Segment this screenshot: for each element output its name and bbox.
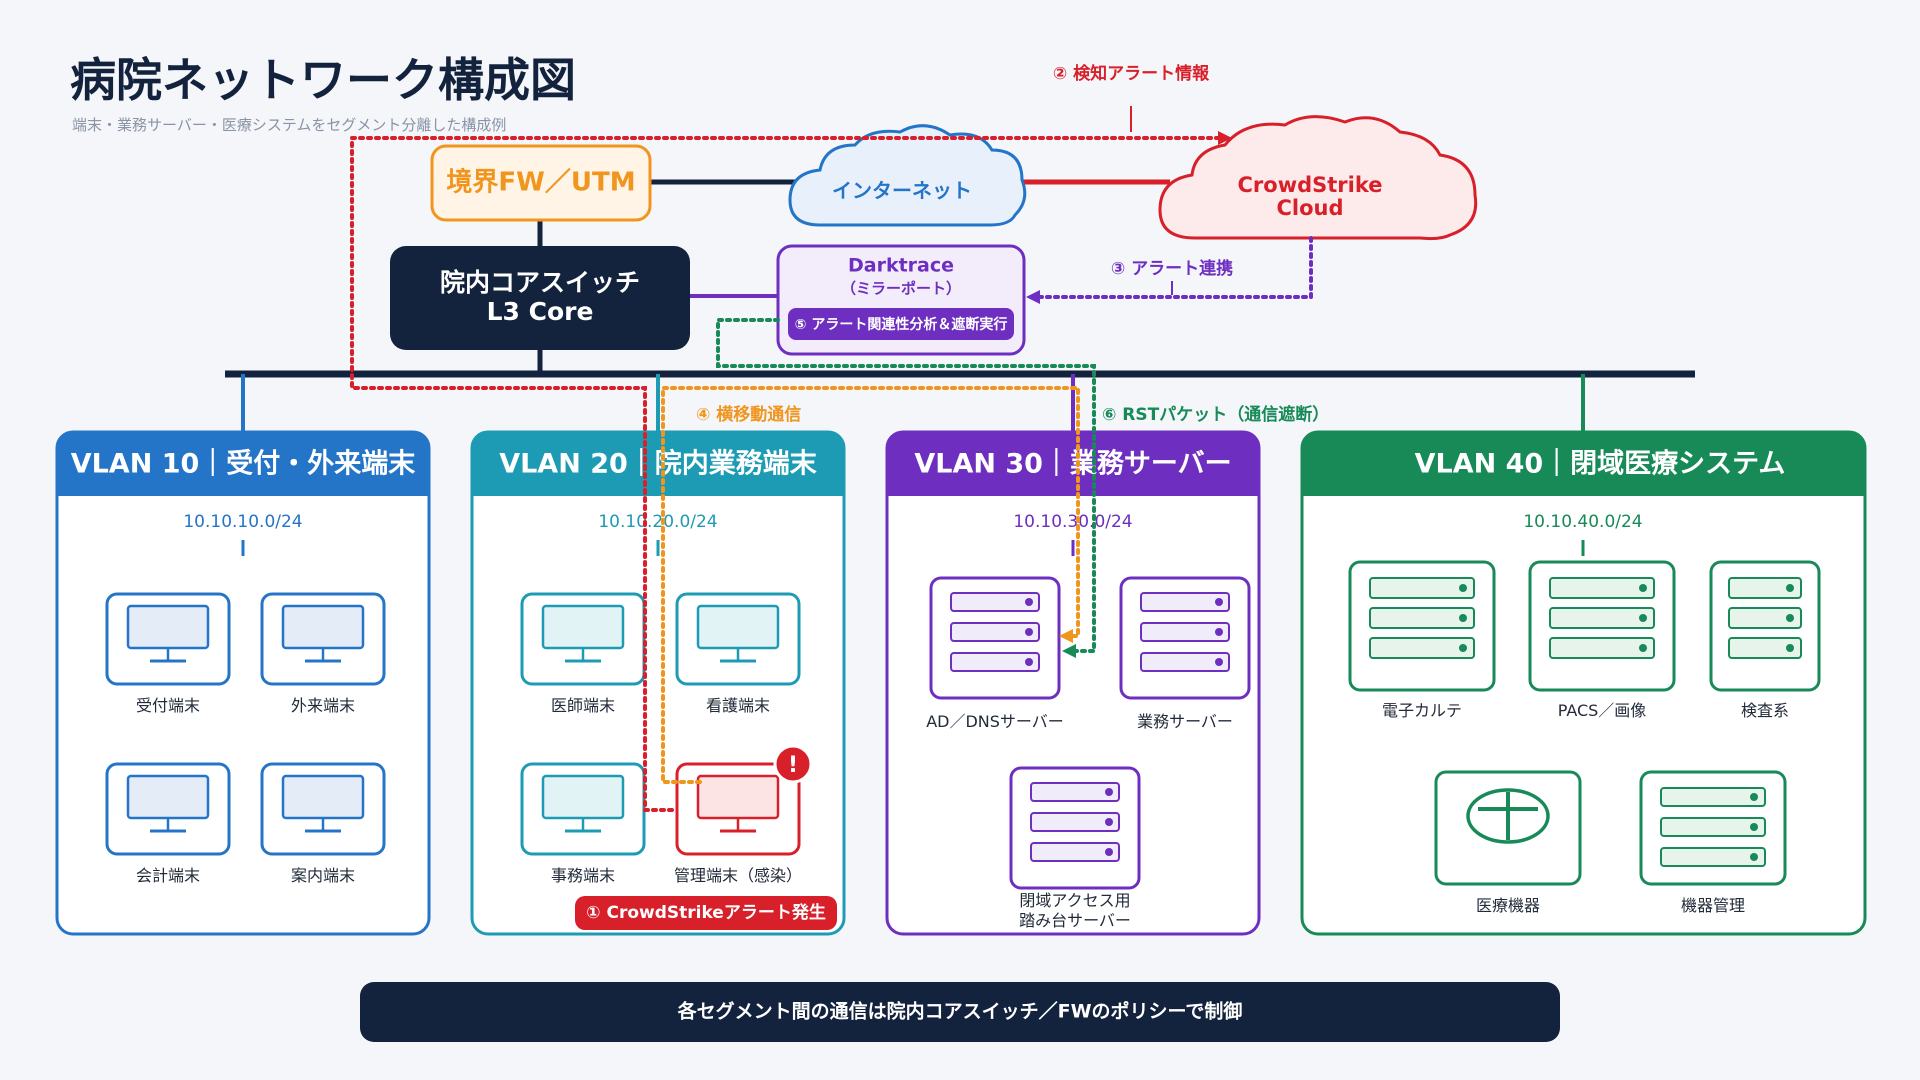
crowdstrike-alert-label: ① CrowdStrikeアラート発生 [586, 902, 826, 923]
system-label-pacs: PACS／画像 [1558, 701, 1647, 720]
device-outpatient[interactable]: 外来端末 [260, 592, 386, 715]
darktrace-title: Darktrace [848, 255, 954, 277]
darktrace-box[interactable]: Darktrace （ミラーポート） ⑤ アラート関連性分析＆遮断実行 [776, 244, 1026, 356]
device-admin-infected[interactable]: 管理端末（感染） [674, 762, 802, 885]
svg-text:!: ! [788, 753, 798, 778]
cloud-label-line2: Cloud [1276, 196, 1343, 220]
core-switch[interactable]: 院内コアスイッチ L3 Core [390, 246, 690, 350]
core-label-line2: L3 Core [487, 297, 594, 326]
system-label-device-management: 機器管理 [1681, 896, 1745, 915]
internet-cloud[interactable]: インターネット [788, 124, 1027, 227]
flow-alert-integration [1038, 236, 1313, 299]
server-icon [1660, 787, 1766, 867]
server-icon [950, 592, 1040, 672]
server-bastion[interactable]: 閉域アクセス用 踏み台サーバー [1009, 766, 1141, 930]
vlan10-subnet: 10.10.10.0/24 [183, 512, 302, 532]
alert-icon: ! [773, 744, 813, 784]
cloud-label-line1: CrowdStrike [1238, 173, 1383, 197]
flow-lateral-movement-arrow [1059, 629, 1073, 643]
system-label-medical-device: 医療機器 [1476, 896, 1540, 915]
device-label-admin-infected: 管理端末（感染） [674, 866, 802, 885]
monitor-icon [541, 774, 625, 833]
server-icon [1728, 577, 1802, 659]
device-information[interactable]: 案内端末 [260, 762, 386, 885]
server-icon [1369, 577, 1475, 659]
system-label-ehr: 電子カルテ [1382, 701, 1462, 720]
device-label-information: 案内端末 [291, 866, 355, 885]
firewall-label: 境界FW／UTM [446, 167, 635, 198]
vlan30-panel: VLAN 30｜業務サーバー 10.10.30.0/24 [885, 430, 1261, 936]
vlan20-subnet: 10.10.20.0/24 [598, 512, 717, 532]
monitor-icon [696, 604, 780, 663]
internet-label: インターネット [832, 179, 972, 203]
vlan10-header: VLAN 10｜受付・外来端末 [71, 448, 416, 480]
border-firewall[interactable]: 境界FW／UTM [430, 144, 652, 222]
monitor-icon [696, 774, 780, 833]
flow-rst-packet-arrow [1062, 644, 1076, 658]
flow-lateral-movement [661, 386, 1080, 784]
page-subtitle: 端末・業務サーバー・医療システムをセグメント分離した構成例 [72, 116, 506, 134]
monitor-icon [281, 604, 365, 663]
system-ehr[interactable]: 電子カルテ [1348, 560, 1496, 720]
server-label-bastion-line2: 踏み台サーバー [1019, 911, 1131, 930]
server-icon [1030, 782, 1120, 862]
device-nurse[interactable]: 看護端末 [675, 592, 801, 715]
darktrace-action-label: ⑤ アラート関連性分析＆遮断実行 [795, 316, 1008, 333]
vlan30-subnet: 10.10.30.0/24 [1013, 512, 1132, 532]
monitor-icon [281, 774, 365, 833]
footer-policy-banner: 各セグメント間の通信は院内コアスイッチ／FWのポリシーで制御 [360, 982, 1560, 1042]
annotation-lateral-movement: ④ 横移動通信 [696, 404, 801, 425]
device-accounting[interactable]: 会計端末 [105, 762, 231, 885]
server-icon [1140, 592, 1230, 672]
server-label-bastion-line1: 閉域アクセス用 [1019, 891, 1130, 910]
vlan40-subnet: 10.10.40.0/24 [1523, 512, 1642, 532]
vlan30-header: VLAN 30｜業務サーバー [914, 448, 1231, 480]
server-business[interactable]: 業務サーバー [1119, 576, 1251, 731]
monitor-icon [126, 604, 210, 663]
device-reception[interactable]: 受付端末 [105, 592, 231, 715]
device-label-outpatient: 外来端末 [291, 696, 355, 715]
flow-rst-packet [716, 318, 1096, 653]
medical-device-icon [1466, 788, 1550, 844]
device-label-nurse: 看護端末 [706, 696, 770, 715]
annotation-detection-alert: ② 検知アラート情報 [1053, 63, 1210, 84]
flow-alert-integration-arrow [1026, 290, 1040, 304]
system-device-management[interactable]: 機器管理 [1639, 770, 1787, 915]
vlan40-header: VLAN 40｜閉域医療システム [1415, 448, 1786, 480]
device-label-reception: 受付端末 [136, 696, 200, 715]
crowdstrike-alert-badge: ① CrowdStrikeアラート発生 [575, 896, 837, 930]
annotation-rst-packet: ⑥ RSTパケット（通信遮断） [1102, 404, 1329, 425]
vlan20-header: VLAN 20｜院内業務端末 [499, 448, 817, 480]
footer-policy-text: 各セグメント間の通信は院内コアスイッチ／FWのポリシーで制御 [677, 1000, 1243, 1023]
device-label-accounting: 会計端末 [136, 866, 200, 885]
monitor-icon [541, 604, 625, 663]
flow-detection-alert [350, 136, 1220, 812]
server-ad-dns[interactable]: AD／DNSサーバー [926, 576, 1064, 731]
server-label-ad-dns: AD／DNSサーバー [926, 712, 1064, 731]
annotation-alert-integration: ③ アラート連携 [1111, 258, 1233, 279]
flow-detection-alert-arrow [1218, 131, 1232, 145]
server-icon [1549, 577, 1655, 659]
system-medical-device[interactable]: 医療機器 [1434, 770, 1582, 915]
darktrace-subtitle: （ミラーポート） [841, 280, 961, 298]
system-label-lab: 検査系 [1741, 701, 1789, 720]
page-title: 病院ネットワーク構成図 [70, 53, 576, 107]
system-pacs[interactable]: PACS／画像 [1528, 560, 1676, 720]
device-label-office: 事務端末 [551, 866, 615, 885]
core-label-line1: 院内コアスイッチ [440, 268, 640, 297]
device-doctor[interactable]: 医師端末 [520, 592, 646, 715]
server-label-business: 業務サーバー [1137, 712, 1233, 731]
crowdstrike-cloud[interactable]: CrowdStrike Cloud [1158, 115, 1478, 241]
system-lab[interactable]: 検査系 [1709, 560, 1821, 720]
monitor-icon [126, 774, 210, 833]
device-office[interactable]: 事務端末 [520, 762, 646, 885]
device-label-doctor: 医師端末 [551, 696, 615, 715]
